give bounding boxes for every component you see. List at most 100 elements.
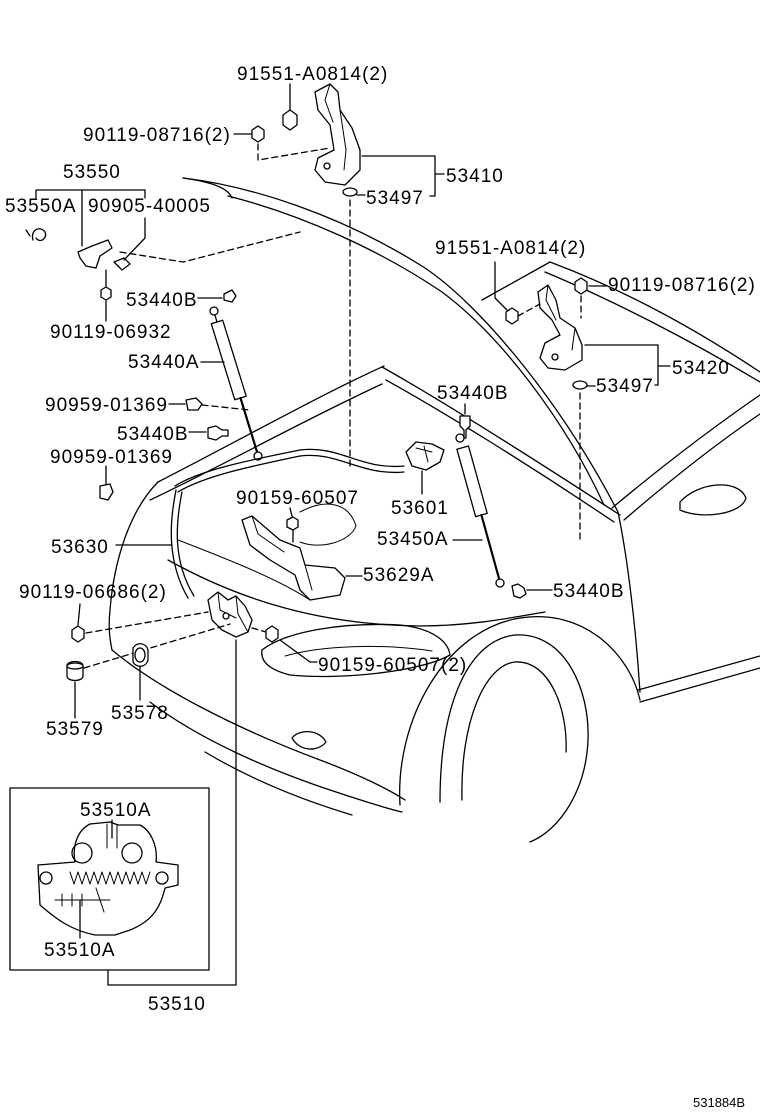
side-mirror — [679, 484, 747, 516]
callout-lock-bolt2: 90159-60507(2) — [318, 655, 467, 676]
callout-ball-stud-3: 53440B — [117, 424, 189, 445]
hood-hinge-assy — [77, 239, 113, 269]
hood-hinge-right-detail — [545, 284, 576, 351]
hood-hinge-left-group — [233, 83, 445, 469]
hood-hinge-assy-clip — [113, 257, 131, 271]
inset-lock-center-slot — [106, 823, 118, 849]
ball-stud-4-icon — [511, 583, 527, 599]
seal-protector — [241, 515, 346, 601]
fog-lamp-outline — [291, 731, 327, 750]
hood-front-corner — [182, 177, 233, 199]
callout-cushion-53578: 53578 — [111, 703, 169, 724]
lock-bolt2-leader — [279, 639, 318, 663]
callout-release-cable: 53630 — [51, 537, 109, 558]
hood-hinge-right-hole — [551, 353, 559, 361]
illustration-code: 531884B — [693, 1095, 745, 1110]
release-cable-inner — [177, 454, 405, 493]
a-pillar-line — [611, 394, 760, 509]
seal-screw-icon — [286, 516, 299, 531]
callout-hood-hinge-left: 53410 — [446, 166, 504, 187]
lock-bolt2-icon — [265, 625, 279, 643]
hood-inner-edge — [227, 195, 605, 506]
release-lever-detail — [415, 445, 433, 463]
callout-washer-left: 53497 — [366, 188, 424, 209]
car-body-outline — [108, 177, 760, 843]
callout-lock-bolt: 90119-06686(2) — [19, 582, 167, 603]
cable-group — [99, 397, 445, 599]
rocker-upper-line — [637, 655, 760, 691]
hinge-bolt-right-dash — [517, 303, 541, 317]
inset-lock-latch — [54, 887, 111, 913]
callout-labels: 91551-A0814(2) 90119-08716(2) 53550 5355… — [5, 64, 756, 1110]
lock-bolt-dash — [85, 611, 209, 634]
hood-stay-right-group — [452, 433, 505, 588]
hinge-bolt2-right-icon — [574, 277, 588, 295]
hood-rear-edge — [481, 261, 551, 301]
hood-stay-right-end-bottom — [495, 578, 505, 588]
hood-stay-left-cylinder — [210, 319, 247, 401]
seal-protector-detail — [251, 515, 313, 591]
inset-lock-hole-left — [71, 842, 93, 864]
inset-lock-hole-small-right — [155, 871, 169, 885]
seal-group — [241, 507, 363, 601]
tire-outer — [439, 634, 589, 843]
inset-lock-hole-small-left — [39, 871, 53, 885]
callout-inset-lower: 53510A — [44, 940, 116, 961]
hood-hinge-left-hole — [323, 162, 331, 170]
cushion-53579-top — [66, 662, 84, 670]
engine-bay-curve — [299, 503, 357, 546]
hinge-bolt2-left-icon — [251, 125, 265, 143]
lock-bolt2-dash — [251, 627, 267, 633]
callout-release-lever: 53601 — [391, 498, 449, 519]
rocker-lower-line — [639, 667, 760, 703]
cushion-53578-face — [134, 647, 146, 663]
callout-hood-lock: 53510 — [148, 994, 206, 1015]
hinge-bolt2-left-dash — [257, 143, 331, 161]
engine-bay-front-rail — [177, 539, 311, 601]
hinge-bolt-right-leader — [494, 261, 508, 311]
body-front-left-edge — [108, 481, 159, 651]
fender-inner-edge — [149, 383, 383, 501]
inset-lock-spring — [69, 871, 151, 885]
headlight-outline — [261, 623, 451, 678]
release-cable-down-inner — [176, 491, 195, 597]
callout-seal-protector: 53629A — [363, 565, 435, 586]
wheel-arch — [399, 616, 641, 806]
seal-screw-leader — [289, 507, 293, 517]
fender-rear-edge — [617, 511, 641, 693]
hood-stay-right-rod — [480, 513, 502, 584]
inset-lock-detail — [9, 787, 210, 971]
hood-stay-left-group — [200, 306, 263, 461]
bumper-bottom-line — [204, 751, 353, 816]
callout-washer-right: 53497 — [596, 376, 654, 397]
ball-studs — [188, 289, 553, 599]
lock-bolt-leader — [77, 603, 81, 626]
release-cable — [174, 448, 405, 487]
hood-hinge-right — [537, 284, 583, 371]
windshield-top-line — [549, 261, 760, 373]
hinge-assy-dash — [119, 231, 301, 263]
hood-stay-right-end-top — [455, 433, 465, 443]
hinge-pin-leader — [123, 217, 146, 261]
callout-hood-stay-left: 53440A — [128, 352, 200, 373]
washer-left-icon — [342, 187, 358, 197]
cable-clip-1-icon — [185, 397, 203, 411]
hood-hinge-left-detail — [324, 83, 347, 171]
hinge-bolt-right-icon — [505, 307, 519, 325]
hood-stay-left-rod — [239, 396, 260, 457]
callout-cushion-53579: 53579 — [46, 719, 104, 740]
callout-ball-stud-4: 53440B — [553, 581, 625, 602]
callout-hood-hinge-right: 53420 — [672, 358, 730, 379]
washer-right-icon — [572, 380, 588, 390]
hood-lock-detail — [217, 591, 249, 633]
windshield-inner-line — [544, 271, 760, 383]
tire-inner — [461, 661, 567, 801]
callout-hinge-bolt-right: 91551-A0814(2) — [435, 238, 586, 259]
hood-stay-left-end-top — [209, 306, 219, 316]
release-lever-icon — [405, 441, 445, 471]
callout-hood-stay-right: 53450A — [377, 529, 449, 550]
lock-bolt-icon — [71, 625, 85, 643]
callout-cable-clip-1: 90959-01369 — [45, 395, 168, 416]
callout-hinge-bolt2-right: 90119-08716(2) — [608, 275, 756, 296]
